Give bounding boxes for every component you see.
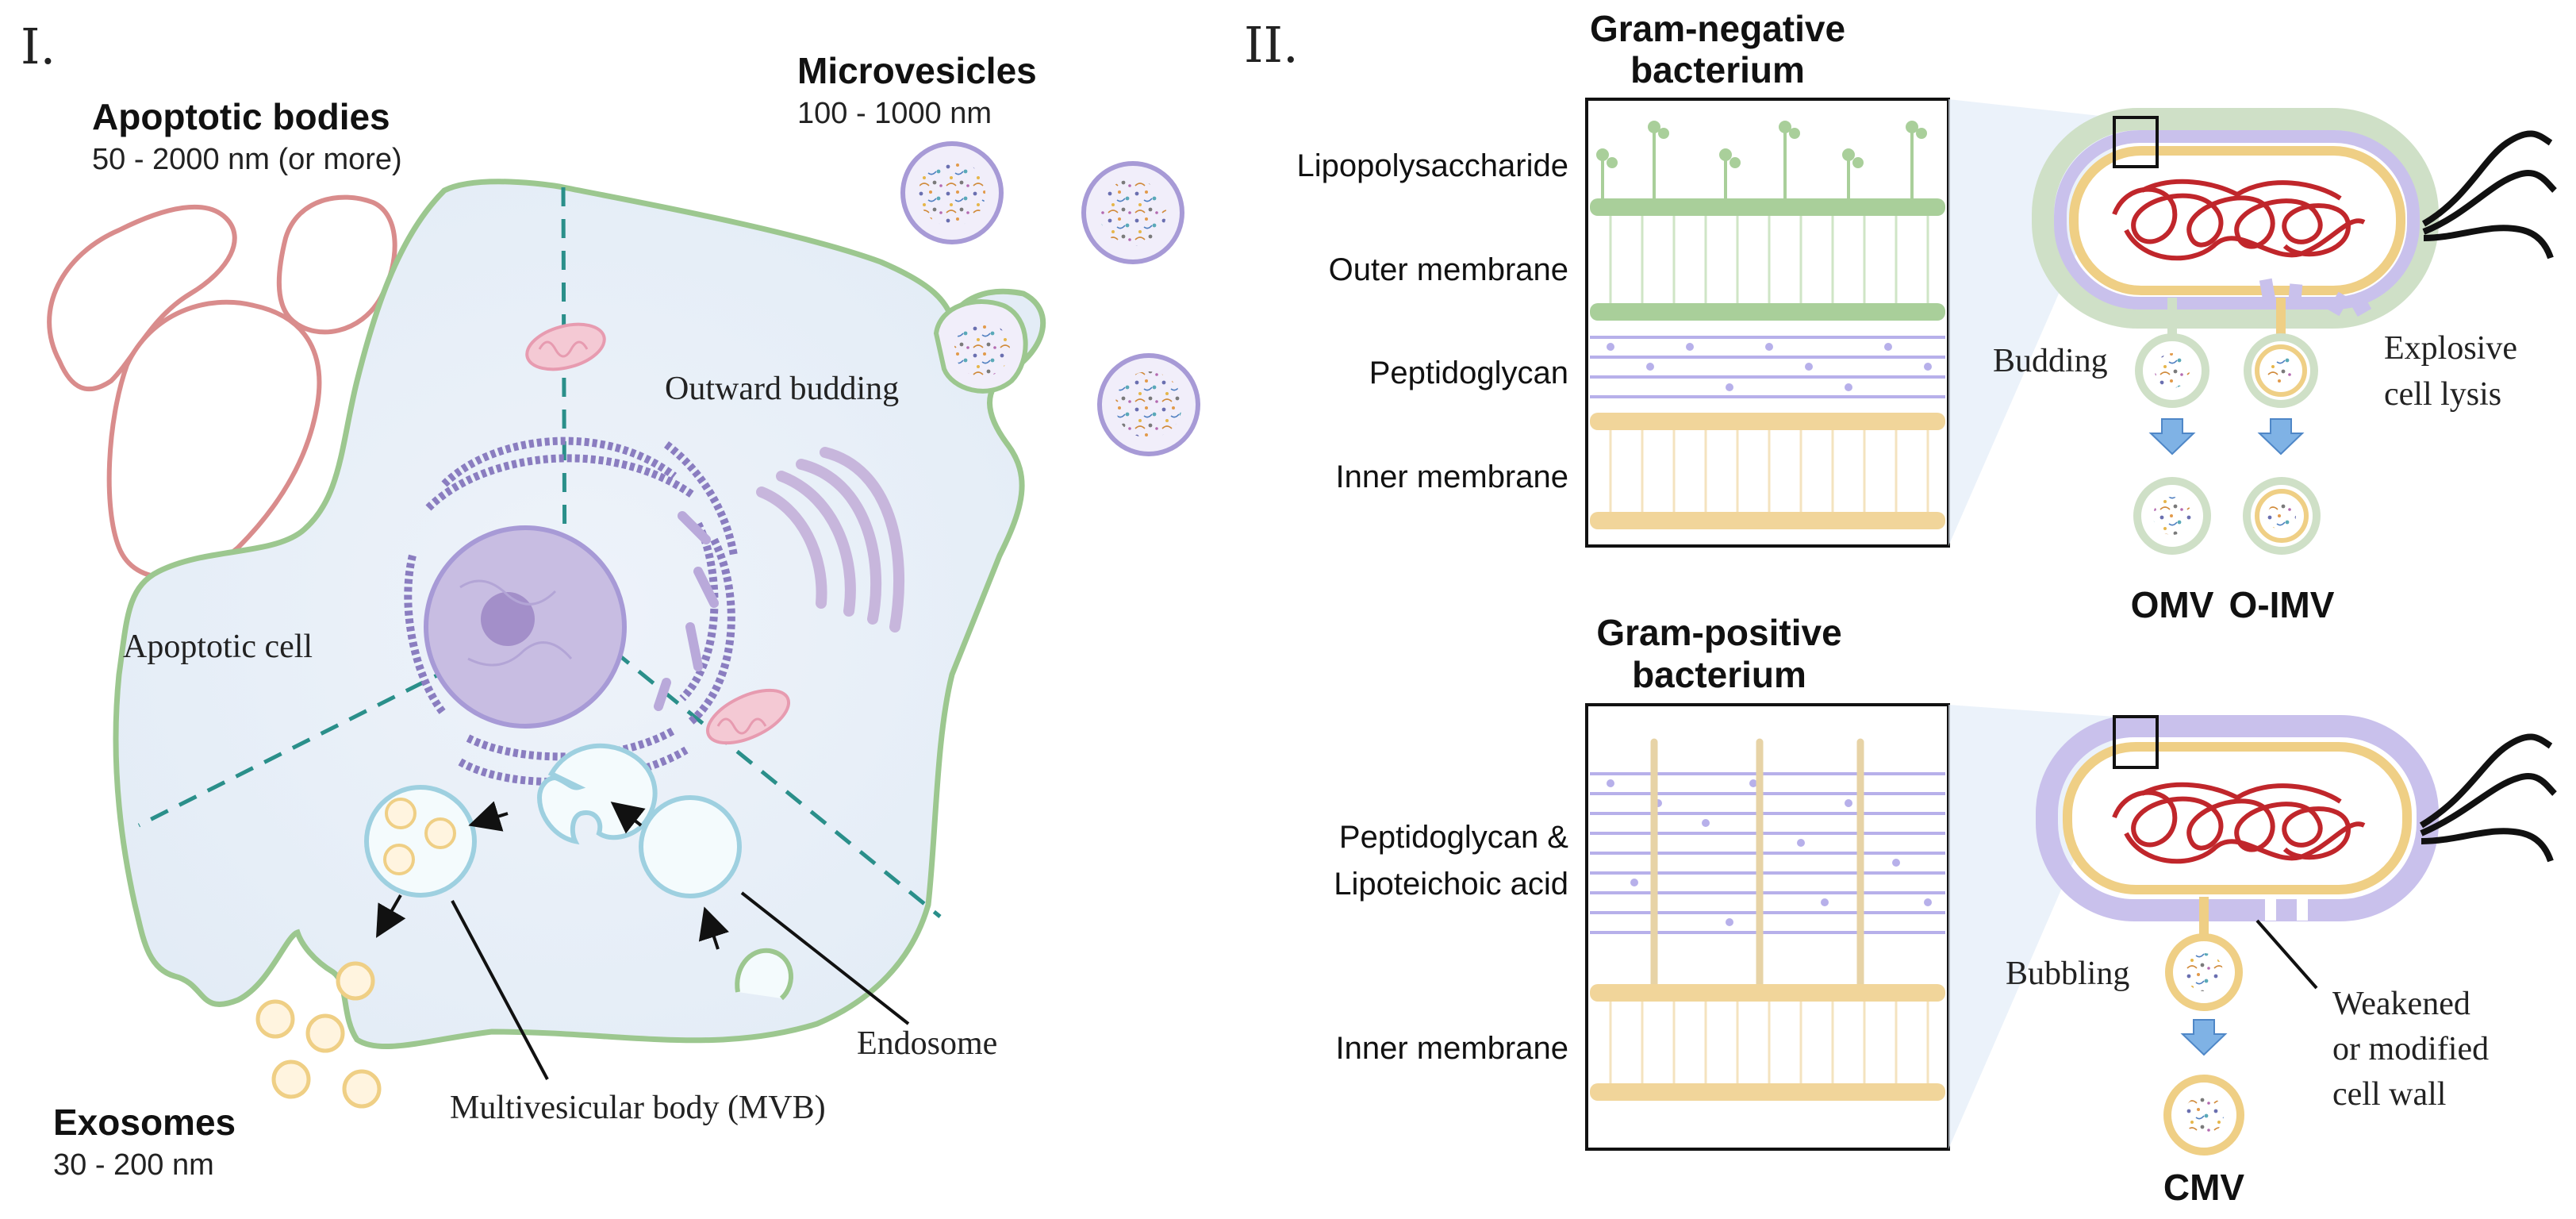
weakened-wall-label-line1: Weakened	[2332, 986, 2470, 1022]
release-arrow-positive	[2180, 1019, 2228, 1056]
released-oimv	[2243, 477, 2321, 555]
weakened-wall-label-line2: or modified	[2332, 1031, 2489, 1067]
apoptotic-body-1	[47, 204, 237, 392]
apoptotic-bodies-size: 50 - 2000 nm (or more)	[92, 143, 402, 176]
bubbling-label: Bubbling	[2006, 956, 2129, 992]
mvb-label: Multivesicular body (MVB)	[450, 1090, 826, 1126]
leader-lines	[451, 891, 910, 1080]
omv-label: OMV	[2131, 584, 2214, 625]
released-cmv	[2163, 1075, 2244, 1156]
cmv-label: CMV	[2163, 1167, 2245, 1208]
flagella	[2421, 130, 2557, 260]
oimv-budding-vesicle	[2244, 298, 2318, 408]
outward-budding-bleb	[933, 299, 1028, 394]
microvesicles-size: 100 - 1000 nm	[797, 97, 992, 130]
layer-inner-membrane-label: Inner membrane	[1336, 460, 1568, 494]
microvesicle-1	[900, 141, 1004, 244]
outward-budding-label: Outward budding	[665, 371, 899, 407]
omv-budding-vesicle	[2135, 298, 2209, 408]
layer-outer-membrane-label: Outer membrane	[1329, 252, 1568, 287]
membrane-invagination	[735, 948, 793, 1001]
layer-peptidoglycan-lta-label-line1: Peptidoglycan &	[1339, 820, 1568, 855]
explosive-lysis-label-line2: cell lysis	[2384, 376, 2501, 413]
apoptotic-body-3	[106, 299, 322, 580]
panel-one: I. Apoptotic bodies 50 - 2000 nm (or mor…	[21, 17, 1200, 1182]
gram-positive-title-line2: bacterium	[1632, 654, 1806, 695]
gram-positive-zoom-box	[2113, 715, 2159, 769]
gram-negative-title-line2: bacterium	[1630, 49, 1805, 90]
cmv-bubbling-vesicle	[2165, 897, 2243, 1011]
gram-positive-envelope-detail	[1585, 703, 1950, 1151]
bacterial-dna	[2112, 179, 2366, 261]
apoptotic-bodies-title: Apoptotic bodies	[92, 96, 390, 137]
lysis-fragments	[2259, 278, 2372, 317]
endosome	[639, 795, 742, 898]
weakened-wall-label-line3: cell wall	[2332, 1076, 2446, 1113]
layer-inner-membrane-positive-label: Inner membrane	[1336, 1031, 1568, 1066]
nucleus	[424, 525, 627, 729]
gram-negative-cell	[2032, 108, 2557, 329]
wall-leader-line	[2255, 919, 2318, 990]
mitochondrion-2	[705, 688, 791, 745]
microvesicle-3	[1097, 353, 1200, 456]
microvesicle-2	[1081, 161, 1184, 264]
layer-peptidoglycan-lta-label-line2: Lipoteichoic acid	[1334, 867, 1568, 902]
exosomes-group	[255, 961, 382, 1109]
gram-negative-envelope-detail	[1585, 98, 1950, 548]
gram-negative-title-line1: Gram-negative	[1590, 8, 1845, 49]
explosive-lysis-label-line1: Explosive	[2384, 330, 2517, 367]
release-arrows-negative	[2148, 418, 2305, 456]
layer-peptidoglycan-label: Peptidoglycan	[1369, 356, 1568, 390]
apoptotic-cell-label: Apoptotic cell	[123, 629, 313, 665]
fragmented-er	[654, 511, 719, 711]
panel-two: II. Gram-negative bacterium Lipopolysacc…	[1244, 8, 2557, 1208]
exosomes-title: Exosomes	[53, 1102, 236, 1143]
panel-one-numeral: I.	[21, 17, 56, 75]
endosome-label: Endosome	[857, 1025, 997, 1062]
budding-label: Budding	[1993, 343, 2108, 379]
released-omv	[2133, 477, 2211, 555]
exosomes-size: 30 - 200 nm	[53, 1148, 214, 1182]
mitochondrion-1	[525, 322, 606, 371]
multivesicular-body	[364, 785, 477, 898]
gram-negative-zoom-box	[2113, 116, 2159, 168]
gram-negative-zoom-wedge	[1948, 99, 2114, 546]
golgi-apparatus	[756, 447, 905, 633]
gram-positive-cell	[2036, 715, 2557, 921]
microvesicles-title: Microvesicles	[797, 50, 1037, 91]
layer-lipopolysaccharide-label: Lipopolysaccharide	[1297, 148, 1568, 183]
panel-two-numeral: II.	[1244, 16, 1299, 74]
oimv-label: O-IMV	[2229, 584, 2335, 625]
pathway-arrows	[376, 801, 729, 950]
gram-positive-title-line1: Gram-positive	[1596, 612, 1841, 653]
